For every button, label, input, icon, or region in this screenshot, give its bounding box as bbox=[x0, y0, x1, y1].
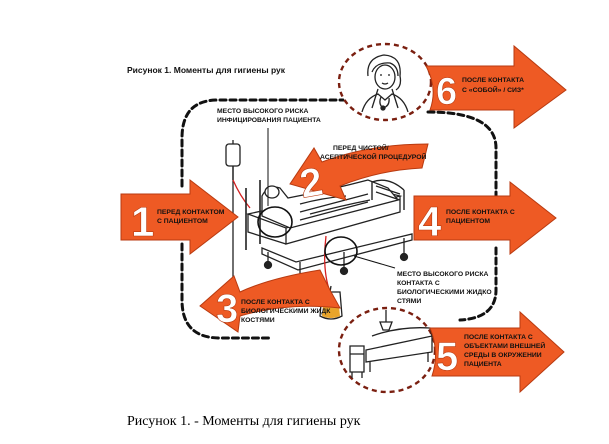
moment-1-arrow[interactable] bbox=[120, 178, 239, 256]
moment-3-label-line-2: БИОЛОГИЧЕСКИМИ ЖИДК bbox=[241, 308, 331, 315]
moment-6-arrow[interactable] bbox=[425, 44, 567, 129]
nurse-avatar-icon bbox=[361, 54, 409, 113]
moment-3-arrow[interactable] bbox=[199, 269, 341, 333]
moment-3-label-line-3: КОСТЯМИ bbox=[241, 317, 275, 324]
moment-5-label-line-2: ОБЪЕКТАМИ ВНЕШНЕЙ bbox=[464, 341, 545, 350]
moment-5-label-line-3: СРЕДЫ В ОКРУЖЕНИИ bbox=[464, 352, 542, 359]
moment-5-arrow[interactable] bbox=[429, 310, 565, 394]
risk-bottom-line-3: БИОЛОГИЧЕСКИМИ ЖИДКО bbox=[397, 289, 492, 296]
moment-6-label-line-2: С «СОБОЙ» / СИЗ* bbox=[462, 85, 524, 94]
figure-inner-title: Рисунок 1. Моменты для гигиены рук bbox=[127, 65, 286, 75]
risk-bottom-line-4: СТЯМИ bbox=[397, 298, 421, 305]
risk-top-line-2: ИНФИЦИРОВАНИЯ ПАЦИЕНТА bbox=[217, 117, 321, 124]
moment-1-label-line-2: С ПАЦИЕНТОМ bbox=[157, 218, 208, 225]
moment-1-label-line-1: ПЕРЕД КОНТАКТОМ bbox=[157, 209, 225, 216]
risk-leader-bottom bbox=[353, 255, 396, 269]
figure-caption: Рисунок 1. - Моменты для гигиены рук bbox=[127, 414, 361, 429]
moment-4-label-line-1: ПОСЛЕ КОНТАКТА С bbox=[446, 209, 515, 216]
moment-6-number: 6 bbox=[436, 71, 457, 113]
risk-zone-top-circle bbox=[257, 206, 293, 238]
risk-bottom-line-1: МЕСТО ВЫСОКОГО РИСКА bbox=[397, 271, 489, 278]
hospital-bed-icon bbox=[245, 179, 413, 293]
risk-top-line-1: МЕСТО ВЫСОКОГО РИСКА bbox=[217, 108, 309, 115]
moment-2-arrow[interactable] bbox=[289, 143, 429, 201]
moment-3-label-line-1: ПОСЛЕ КОНТАКТА С bbox=[241, 299, 310, 306]
risk-bottom-line-2: КОНТАКТА С bbox=[397, 280, 440, 287]
moment-5-label-line-1: ПОСЛЕ КОНТАКТА С bbox=[464, 334, 533, 341]
moment-4-arrow[interactable] bbox=[413, 180, 557, 256]
moment-1-number: 1 bbox=[131, 198, 154, 245]
moment-4-number: 4 bbox=[418, 198, 442, 245]
moment-3-number: 3 bbox=[216, 287, 238, 331]
moment-5-number: 5 bbox=[436, 335, 458, 379]
moment-6-label-line-1: ПОСЛЕ КОНТАКТА bbox=[462, 77, 524, 84]
moment-2-label-line-2: АСЕПТИЧЕСКОЙ ПРОЦЕДУРОЙ bbox=[320, 152, 427, 161]
moment-5-label-line-4: ПАЦИЕНТА bbox=[464, 361, 502, 368]
risk-zone-bottom-circle bbox=[324, 236, 358, 266]
moment-4-label-line-2: ПАЦИЕНТОМ bbox=[446, 218, 490, 225]
moment-2-label-line-1: ПЕРЕД ЧИСТОЙ/ bbox=[333, 143, 389, 152]
